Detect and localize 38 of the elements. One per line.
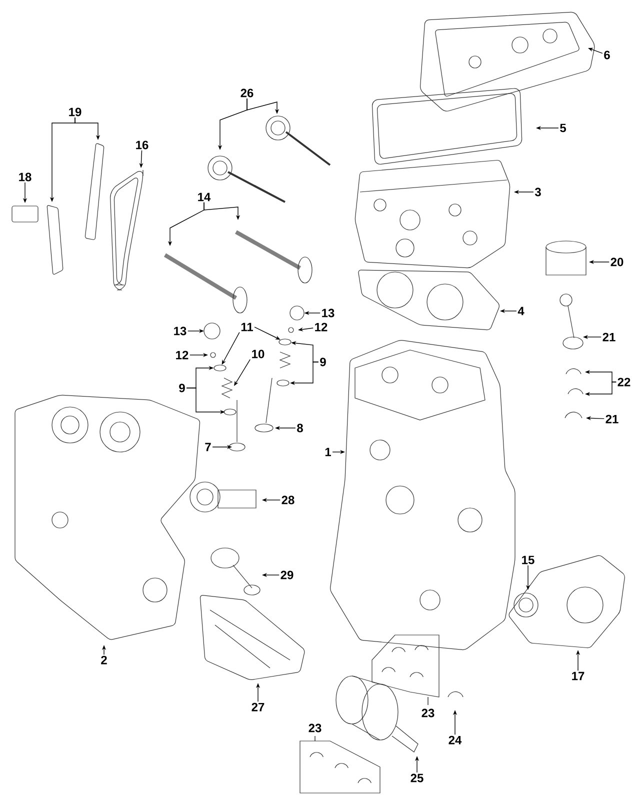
callout-number: 6 xyxy=(604,50,610,60)
callout-number: 27 xyxy=(252,702,264,712)
valve-tappet xyxy=(290,306,304,320)
callout-number: 8 xyxy=(297,424,303,432)
callout-number: 2 xyxy=(101,656,107,664)
callout-number: 4 xyxy=(518,306,524,316)
callout-number: 19 xyxy=(69,108,82,116)
callout-number: 17 xyxy=(572,672,584,680)
leader-line xyxy=(234,359,250,386)
callout-number: 20 xyxy=(610,258,624,266)
callout-number: 5 xyxy=(560,124,566,132)
callout-number: 25 xyxy=(410,774,424,782)
callout-number: 23 xyxy=(308,724,322,732)
spring-retainer xyxy=(214,364,226,372)
callout-number: 13 xyxy=(174,326,186,336)
callout-number: 23 xyxy=(422,708,434,718)
callout-number: 14 xyxy=(198,192,211,202)
callout-number: 29 xyxy=(280,570,294,580)
callout-number: 11 xyxy=(241,322,253,332)
callout-number: 12 xyxy=(315,322,328,332)
callout-number: 16 xyxy=(136,140,148,150)
callout-number: 3 xyxy=(534,188,541,196)
callout-number: 28 xyxy=(282,496,294,504)
spring-retainer xyxy=(278,338,292,346)
callout-number: 13 xyxy=(322,308,334,318)
callout-number: 7 xyxy=(205,442,211,452)
callout-number: 21 xyxy=(606,414,618,424)
callout-number: 10 xyxy=(252,350,264,358)
callout-number: 1 xyxy=(325,448,331,456)
callout-number: 21 xyxy=(602,332,616,342)
callout-number: 18 xyxy=(19,172,32,182)
callout-number: 9 xyxy=(179,384,185,392)
callout-number: 9 xyxy=(320,358,326,366)
callout-number: 22 xyxy=(618,378,630,386)
callout-number: 24 xyxy=(448,736,462,744)
callout-number: 12 xyxy=(176,350,188,360)
callout-number: 15 xyxy=(522,556,534,564)
callout-number: 26 xyxy=(240,88,254,98)
